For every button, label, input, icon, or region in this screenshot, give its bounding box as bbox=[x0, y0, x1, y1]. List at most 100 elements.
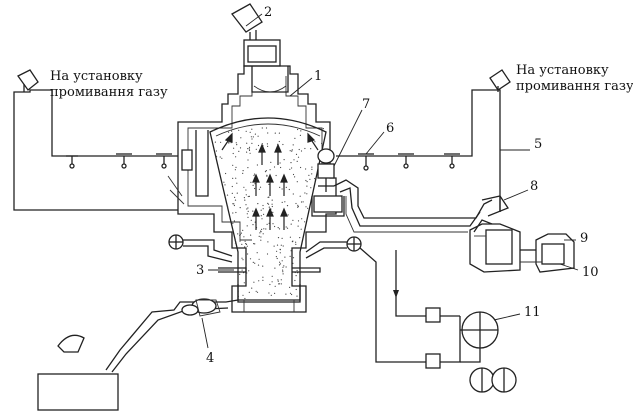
stipple-dot bbox=[280, 244, 282, 246]
stipple-dot bbox=[250, 181, 252, 183]
stipple-dot bbox=[245, 130, 247, 132]
stipple-dot bbox=[232, 203, 234, 205]
stipple-dot bbox=[242, 229, 244, 231]
stipple-dot bbox=[258, 188, 260, 190]
charging-hopper bbox=[231, 3, 281, 67]
stipple-dot bbox=[235, 142, 237, 144]
stipple-dot bbox=[243, 236, 245, 238]
stipple-dot bbox=[261, 218, 263, 220]
stipple-dot bbox=[299, 237, 301, 239]
stipple-dot bbox=[239, 147, 242, 149]
stipple-dot bbox=[281, 260, 283, 262]
stipple-dot bbox=[308, 174, 310, 176]
stipple-dot bbox=[304, 192, 306, 194]
stipple-dot bbox=[250, 219, 252, 221]
stipple-dot bbox=[321, 142, 323, 144]
stipple-dot bbox=[232, 152, 234, 155]
stipple-dot bbox=[266, 174, 268, 176]
stipple-dot bbox=[219, 156, 221, 158]
stipple-dot bbox=[232, 164, 234, 166]
valve-right-2 bbox=[398, 153, 414, 169]
stipple-dot bbox=[285, 186, 287, 188]
stipple-dot bbox=[270, 294, 272, 296]
stipple-dot bbox=[241, 269, 243, 271]
stipple-dot bbox=[299, 195, 301, 197]
stipple-dot bbox=[237, 233, 239, 235]
callout-7: 7 bbox=[362, 97, 370, 112]
stipple-dot bbox=[244, 199, 246, 201]
stipple-dot bbox=[245, 243, 248, 245]
stipple-dot bbox=[305, 206, 307, 208]
stipple-dot bbox=[274, 267, 276, 269]
stipple-dot bbox=[253, 281, 255, 283]
stipple-dot bbox=[293, 159, 295, 161]
stipple-dot bbox=[248, 149, 251, 151]
receiving-bin bbox=[37, 373, 119, 411]
stipple-dot bbox=[291, 293, 293, 296]
gas-uptake-left bbox=[167, 130, 209, 205]
stipple-dot bbox=[244, 297, 246, 300]
stipple-dot bbox=[294, 137, 296, 139]
stipple-dot bbox=[261, 228, 263, 230]
stipple-dot bbox=[297, 204, 299, 206]
stipple-dot bbox=[232, 212, 234, 214]
stipple-dot bbox=[234, 240, 236, 242]
stipple-dot bbox=[292, 219, 294, 221]
stipple-dot bbox=[297, 225, 299, 227]
stipple-dot bbox=[259, 232, 261, 234]
stipple-dot bbox=[267, 202, 269, 204]
callout-4: 4 bbox=[206, 351, 214, 366]
stipple-dot bbox=[297, 206, 299, 208]
stipple-dot bbox=[246, 225, 248, 227]
left-caption-line2: промивання газу bbox=[50, 85, 168, 100]
stipple-dot bbox=[241, 257, 243, 259]
stipple-dot bbox=[247, 210, 249, 212]
stipple-dot bbox=[304, 147, 306, 150]
exhaust-fan bbox=[311, 148, 345, 217]
stipple-dot bbox=[238, 150, 240, 152]
stipple-dot bbox=[292, 262, 294, 264]
stipple-dot bbox=[266, 143, 268, 145]
stipple-dot bbox=[221, 157, 223, 159]
stipple-dot bbox=[249, 131, 251, 133]
stipple-dot bbox=[295, 275, 297, 277]
stipple-dot bbox=[300, 130, 302, 132]
stipple-dot bbox=[257, 203, 259, 205]
stipple-dot bbox=[310, 148, 312, 150]
stipple-dot bbox=[277, 237, 280, 239]
stipple-dot bbox=[247, 167, 249, 169]
stipple-dot bbox=[280, 279, 282, 281]
stipple-dot bbox=[247, 253, 249, 255]
stipple-dot bbox=[227, 206, 229, 208]
stipple-dot bbox=[292, 144, 294, 146]
stipple-dot bbox=[283, 265, 285, 267]
stipple-dot bbox=[231, 185, 233, 188]
stipple-dot bbox=[279, 248, 281, 250]
stipple-dot bbox=[306, 193, 308, 195]
stipple-dot bbox=[248, 148, 250, 150]
stipple-dot bbox=[239, 234, 241, 236]
left-caption-line1: На установку bbox=[50, 69, 143, 84]
stipple-dot bbox=[302, 201, 304, 203]
right-caption-line1: На установку bbox=[516, 63, 609, 78]
stipple-dot bbox=[288, 188, 290, 191]
right-caption-line2: промивання газу bbox=[516, 79, 633, 94]
stipple-dot bbox=[233, 203, 235, 205]
stipple-dot bbox=[212, 129, 214, 131]
stipple-dot bbox=[248, 291, 250, 293]
stipple-dot bbox=[252, 136, 254, 138]
stipple-dot bbox=[220, 141, 222, 143]
gas-main-left bbox=[13, 69, 178, 211]
stipple-dot bbox=[291, 150, 293, 152]
stipple-dot bbox=[252, 210, 254, 212]
stipple-dot bbox=[242, 294, 244, 296]
stipple-dot bbox=[248, 146, 251, 148]
stipple-dot bbox=[286, 227, 289, 229]
stipple-dot bbox=[244, 246, 246, 248]
stipple-dot bbox=[233, 147, 235, 149]
stipple-dot bbox=[253, 174, 255, 177]
stipple-dot bbox=[274, 292, 276, 294]
stipple-dot bbox=[265, 127, 268, 129]
stipple-dot bbox=[257, 135, 259, 137]
stipple-dot bbox=[253, 173, 256, 175]
